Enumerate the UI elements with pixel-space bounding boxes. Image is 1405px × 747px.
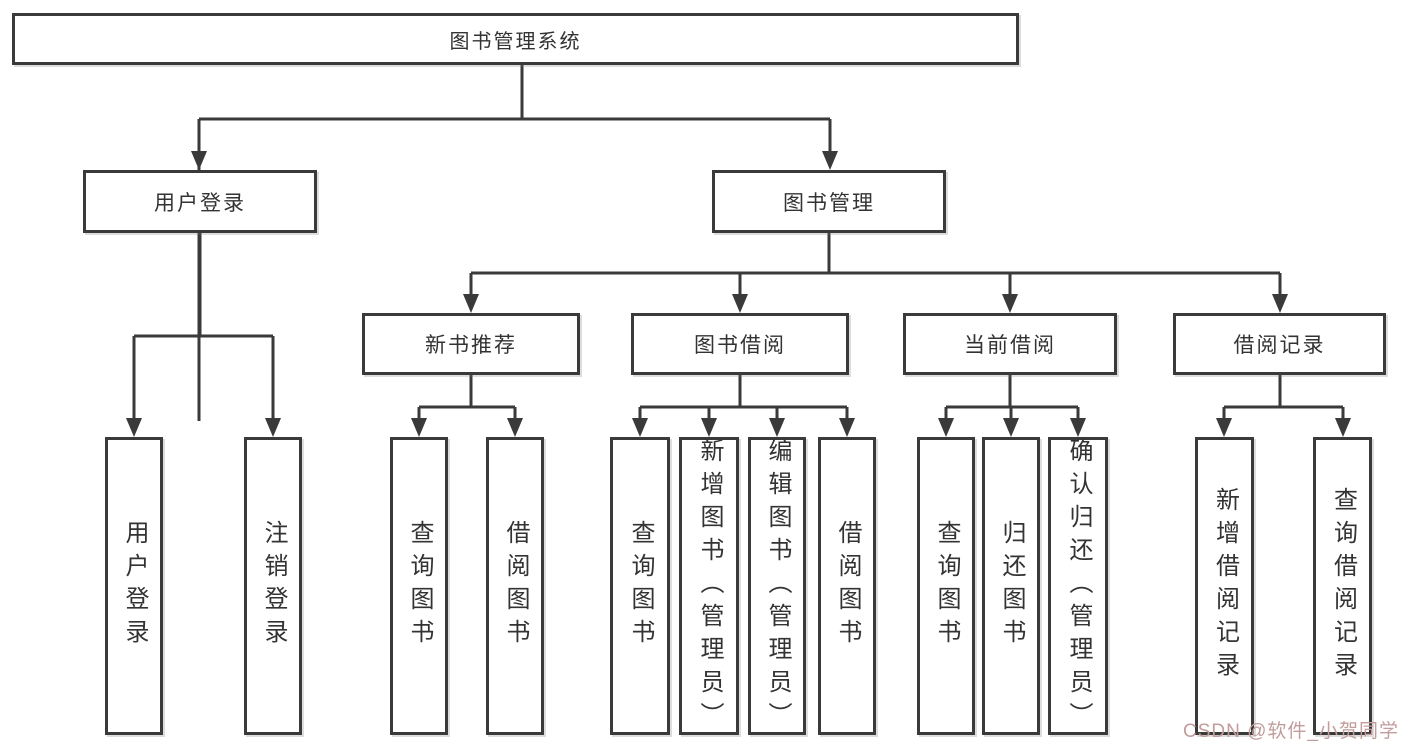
leaf-edit-books-admin: 编辑图书（管理员） <box>748 437 806 735</box>
leaf-borrow-books: 借阅图书 <box>818 437 876 735</box>
leaf-add-borrow-record-label: 新增借阅记录 <box>1211 487 1239 685</box>
leaf-confirm-return-admin-label: 确认归还（管理员） <box>1065 437 1092 735</box>
leaf-add-borrow-record: 新增借阅记录 <box>1195 437 1254 735</box>
leaf-borrow-books-label: 借阅图书 <box>834 520 861 652</box>
node-user-login-label: 用户登录 <box>154 191 246 215</box>
leaf-recommend-borrow-books-label: 借阅图书 <box>502 520 529 652</box>
node-book-management: 图书管理 <box>712 170 946 233</box>
node-root-label: 图书管理系统 <box>449 30 582 53</box>
leaf-user-login-label: 用户登录 <box>121 520 148 652</box>
node-root-system: 图书管理系统 <box>12 13 1019 65</box>
leaf-query-borrow-record: 查询借阅记录 <box>1313 437 1372 735</box>
leaf-borrow-query-books-label: 查询图书 <box>627 520 654 652</box>
leaf-borrow-query-books: 查询图书 <box>610 437 670 735</box>
leaf-logout-label: 注销登录 <box>260 520 287 652</box>
leaf-logout: 注销登录 <box>244 437 302 735</box>
leaf-return-books: 归还图书 <box>982 437 1040 735</box>
node-borrow-record: 借阅记录 <box>1173 313 1386 375</box>
csdn-watermark: CSDN @软件_小贺同学 <box>1183 721 1399 742</box>
node-book-borrow: 图书借阅 <box>631 313 849 375</box>
node-new-book-recommend: 新书推荐 <box>362 313 580 375</box>
leaf-recommend-query-books-label: 查询图书 <box>406 520 433 652</box>
leaf-recommend-query-books: 查询图书 <box>390 437 448 735</box>
node-new-book-recommend-label: 新书推荐 <box>425 334 517 357</box>
leaf-current-query-books-label: 查询图书 <box>933 520 960 652</box>
leaf-edit-books-admin-label: 编辑图书（管理员） <box>764 437 791 735</box>
node-book-management-label: 图书管理 <box>783 191 875 215</box>
node-current-borrow: 当前借阅 <box>903 313 1117 375</box>
node-user-login: 用户登录 <box>83 170 317 233</box>
node-current-borrow-label: 当前借阅 <box>964 334 1056 357</box>
leaf-recommend-borrow-books: 借阅图书 <box>486 437 544 735</box>
leaf-add-books-admin-label: 新增图书（管理员） <box>696 437 723 735</box>
leaf-user-login: 用户登录 <box>105 437 163 735</box>
leaf-confirm-return-admin: 确认归还（管理员） <box>1048 437 1108 735</box>
node-book-borrow-label: 图书借阅 <box>694 334 786 357</box>
leaf-return-books-label: 归还图书 <box>998 520 1025 652</box>
leaf-query-borrow-record-label: 查询借阅记录 <box>1329 487 1357 685</box>
node-borrow-record-label: 借阅记录 <box>1233 334 1326 357</box>
leaf-current-query-books: 查询图书 <box>917 437 975 735</box>
leaf-add-books-admin: 新增图书（管理员） <box>679 437 739 735</box>
